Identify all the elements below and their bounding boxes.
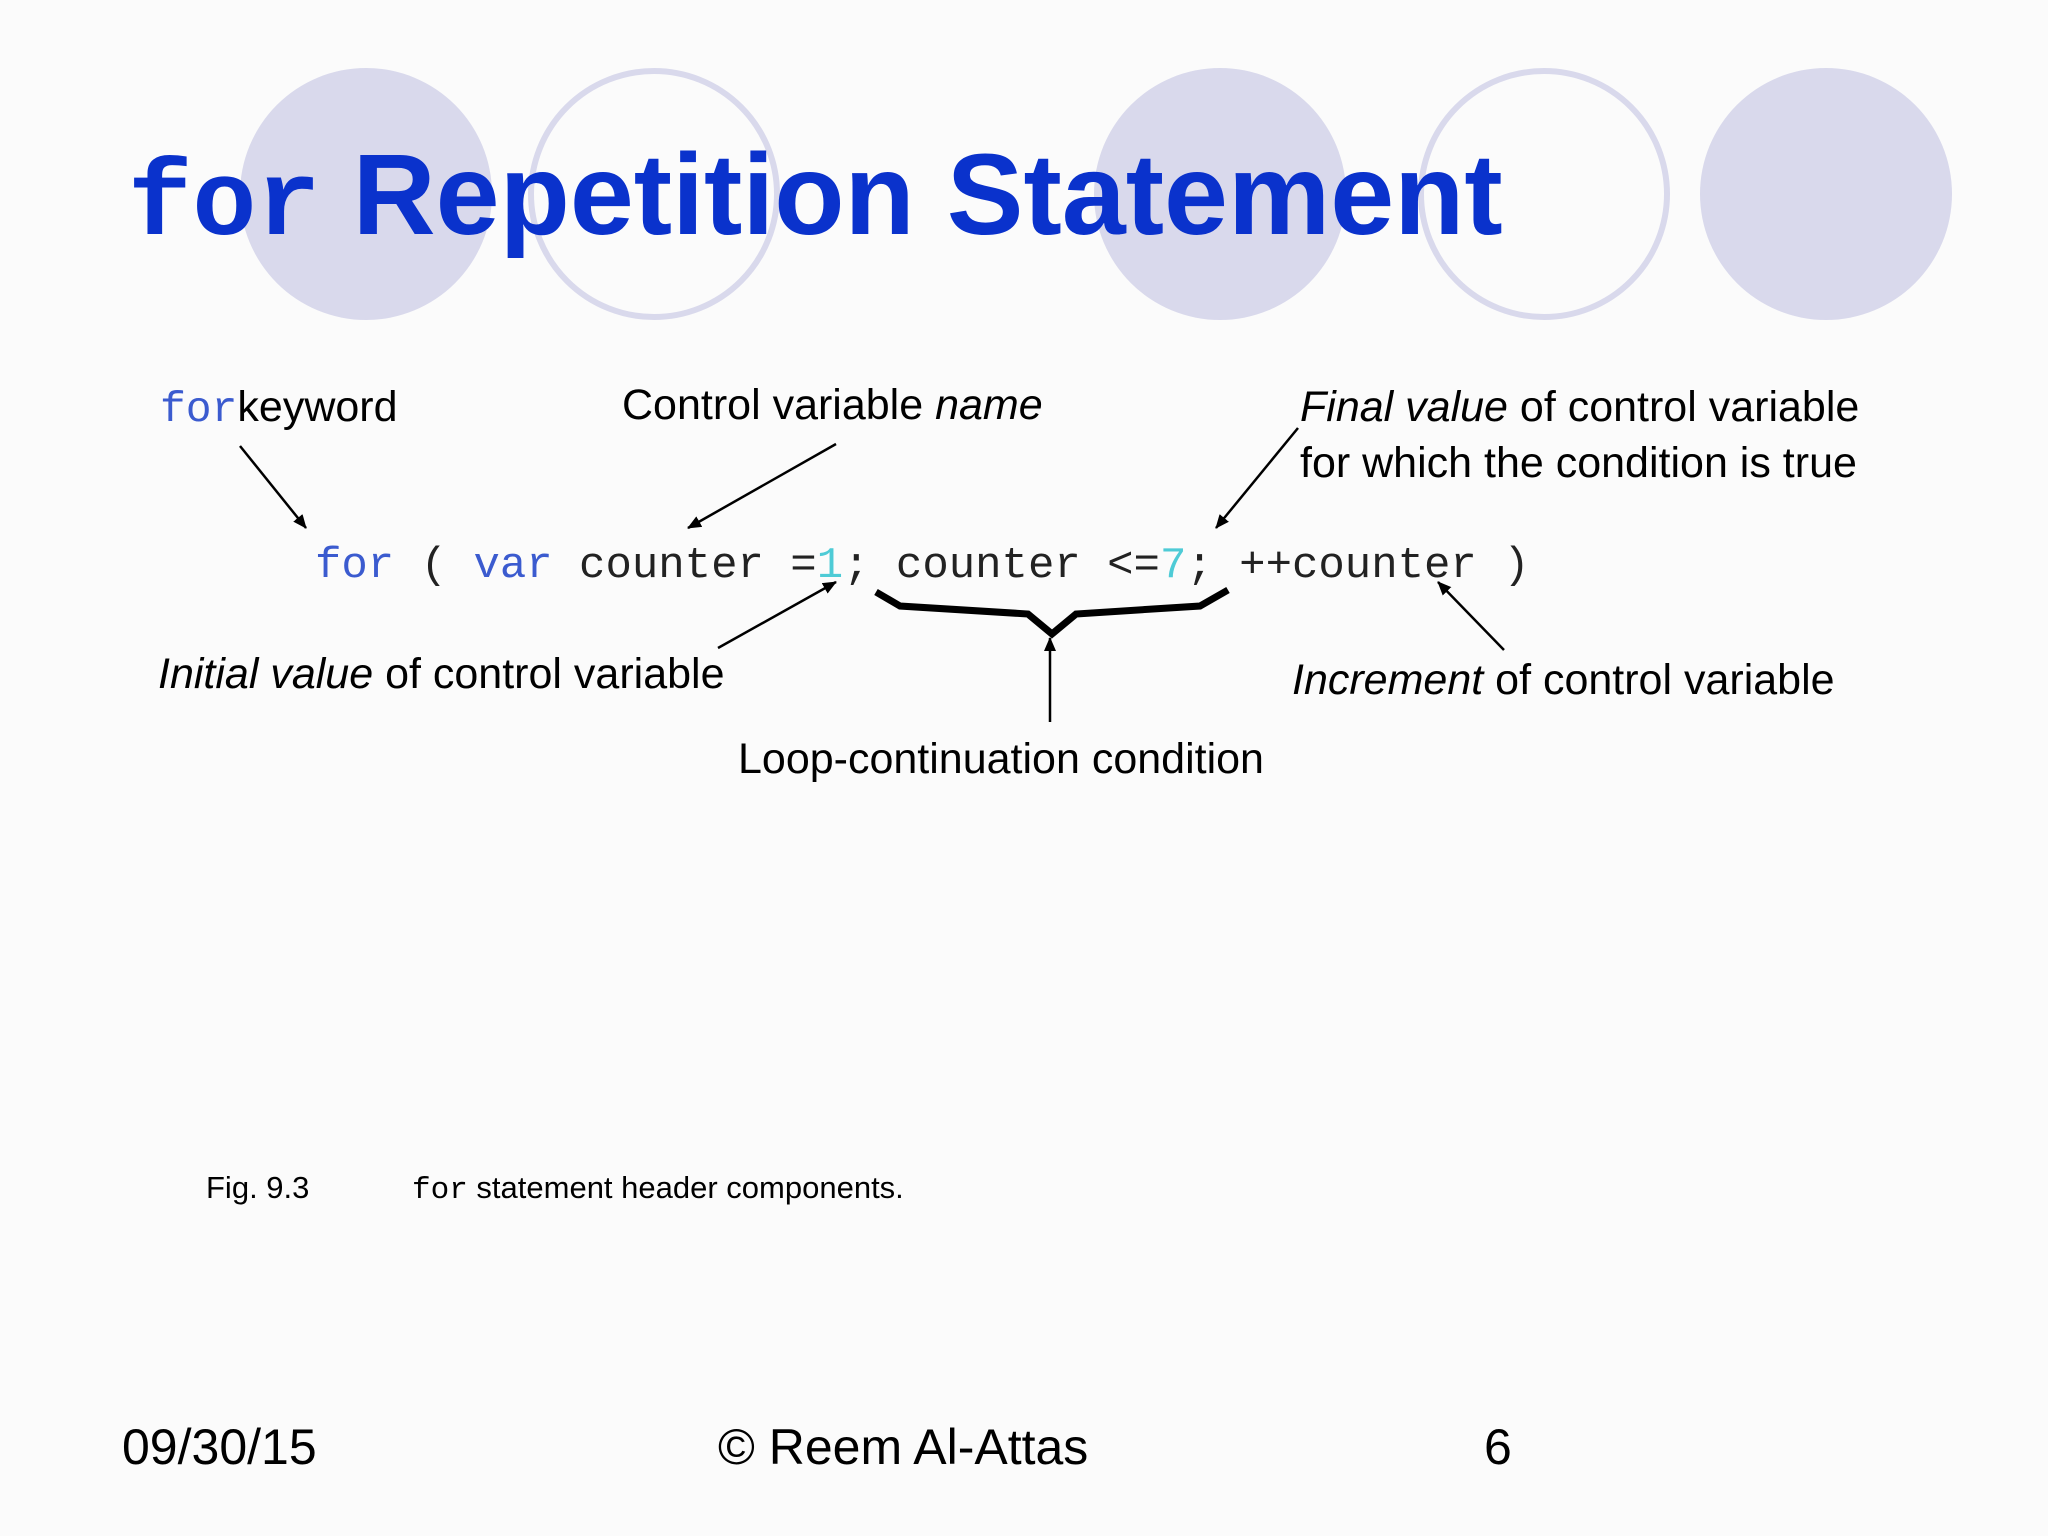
- label-for-code: for: [160, 385, 238, 434]
- label-loop-condition: Loop-continuation condition: [738, 732, 1264, 788]
- label-for-text: keyword: [237, 383, 398, 431]
- code-for-keyword: for: [315, 541, 395, 591]
- label-for-keyword: forkeyword: [160, 380, 398, 438]
- decor-circle-3: [1094, 68, 1346, 320]
- label-final-italic: Final value: [1300, 383, 1508, 431]
- footer-page-number: 6: [1484, 1419, 1512, 1475]
- label-initial-text: of control variable: [373, 650, 725, 698]
- decor-circle-5: [1700, 68, 1952, 320]
- figure-caption: for statement header components.: [412, 1170, 904, 1208]
- figure-number: Fig. 9.3: [206, 1170, 310, 1205]
- code-open: (: [394, 541, 474, 591]
- footer-author: © Reem Al-Attas: [718, 1419, 1089, 1475]
- code-mid3: ; ++counter ): [1186, 541, 1530, 591]
- label-final-line2: for which the condition is true: [1300, 438, 1857, 487]
- arrow-control-variable: [687, 442, 837, 530]
- label-initial-value: Initial value of control variable: [158, 647, 725, 703]
- label-increment: Increment of control variable: [1292, 653, 1835, 709]
- label-increment-text: of control variable: [1483, 656, 1835, 704]
- code-mid2: ; counter <=: [843, 541, 1160, 591]
- arrow-for-keyword: [239, 445, 307, 529]
- label-final-line1: Final value of control variable: [1300, 380, 1859, 436]
- decor-circle-2: [528, 68, 780, 320]
- label-final-value: Final value of control variable for whic…: [1300, 380, 1859, 492]
- decor-circle-1: [240, 68, 492, 320]
- arrow-final-value: [1215, 427, 1299, 529]
- for-header-code: for ( var counter =1; counter <=7; ++cou…: [315, 540, 1530, 593]
- label-loop-text: Loop-continuation condition: [738, 735, 1264, 783]
- caption-text: statement header components.: [467, 1170, 904, 1205]
- label-increment-italic: Increment: [1292, 656, 1484, 704]
- caption-code: for: [412, 1173, 468, 1208]
- code-final-value: 7: [1159, 541, 1187, 591]
- title-keyword: for: [128, 146, 321, 267]
- label-final-text: of control variable: [1507, 383, 1860, 431]
- brace-loop-condition: [874, 586, 1230, 639]
- footer-date: 09/30/15: [122, 1419, 317, 1475]
- title-text: Repetition Statement: [352, 131, 1503, 259]
- arrow-increment: [1437, 581, 1505, 651]
- code-mid1: counter =: [552, 541, 817, 591]
- label-control-text: Control variable: [622, 381, 936, 429]
- code-var-keyword: var: [473, 541, 553, 591]
- decor-circle-4: [1418, 68, 1670, 320]
- label-control-variable: Control variable name: [622, 378, 1043, 434]
- label-control-italic: name: [935, 381, 1043, 429]
- arrow-initial-value: [717, 580, 837, 650]
- slide-title: for Repetition Statement: [128, 138, 1503, 261]
- label-initial-italic: Initial value: [158, 650, 374, 698]
